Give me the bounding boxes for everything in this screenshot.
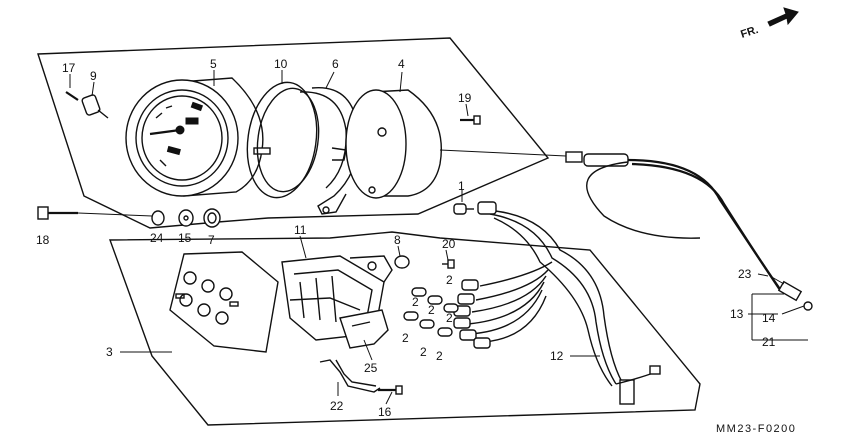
reset-knob xyxy=(65,91,109,119)
label-9: 9 xyxy=(90,69,97,83)
label-14: 14 xyxy=(762,311,776,325)
label-25: 25 xyxy=(364,361,378,375)
label-21: 21 xyxy=(762,335,776,349)
label-7: 7 xyxy=(208,233,215,247)
label-18: 18 xyxy=(36,233,50,247)
wire-harness xyxy=(453,201,661,405)
label-23: 23 xyxy=(738,267,752,281)
label-15: 15 xyxy=(178,231,192,245)
label-6: 6 xyxy=(332,57,339,71)
label-20: 20 xyxy=(442,237,456,251)
leader-lines xyxy=(69,70,808,405)
label-2b: 2 xyxy=(412,295,419,309)
label-1: 1 xyxy=(458,179,465,193)
part-number-labels: 5 10 6 4 17 9 19 1 18 24 15 7 11 8 20 2 … xyxy=(36,57,796,435)
label-13: 13 xyxy=(730,307,744,321)
label-2a: 2 xyxy=(446,273,453,287)
upper-assembly-outline xyxy=(37,37,550,229)
label-12: 12 xyxy=(550,349,564,363)
label-2e: 2 xyxy=(402,331,409,345)
bulb xyxy=(453,203,474,215)
lower-assembly-outline xyxy=(109,231,701,426)
gauge-ring xyxy=(246,81,320,199)
lower-cover xyxy=(169,251,279,353)
diagram-code: MM23-F0200 xyxy=(716,423,796,435)
label-16: 16 xyxy=(378,405,392,419)
label-24: 24 xyxy=(150,231,164,245)
label-8: 8 xyxy=(394,233,401,247)
direction-label: FR. xyxy=(739,24,760,41)
lower-bracket xyxy=(319,359,403,395)
grommet xyxy=(339,309,389,349)
label-2f: 2 xyxy=(420,345,427,359)
screw-19 xyxy=(460,115,481,125)
direction-arrow-shape xyxy=(767,7,799,27)
label-2g: 2 xyxy=(436,349,443,363)
label-2c: 2 xyxy=(428,303,435,317)
nut-8 xyxy=(394,255,410,269)
gauge-case xyxy=(345,89,442,199)
indicator-bulbs xyxy=(403,287,459,337)
screw-20 xyxy=(442,259,455,269)
label-10: 10 xyxy=(274,57,288,71)
label-3: 3 xyxy=(106,345,113,359)
label-5: 5 xyxy=(210,57,217,71)
label-17: 17 xyxy=(62,61,76,75)
label-22: 22 xyxy=(330,399,344,413)
front-direction-arrow: FR. xyxy=(739,7,799,41)
label-2d: 2 xyxy=(446,311,453,325)
mounting-hardware xyxy=(37,206,221,228)
label-11: 11 xyxy=(294,223,307,237)
speedometer-cable xyxy=(439,149,813,311)
speedometer-gauge xyxy=(125,77,271,197)
label-4: 4 xyxy=(398,57,405,71)
label-19: 19 xyxy=(458,91,472,105)
